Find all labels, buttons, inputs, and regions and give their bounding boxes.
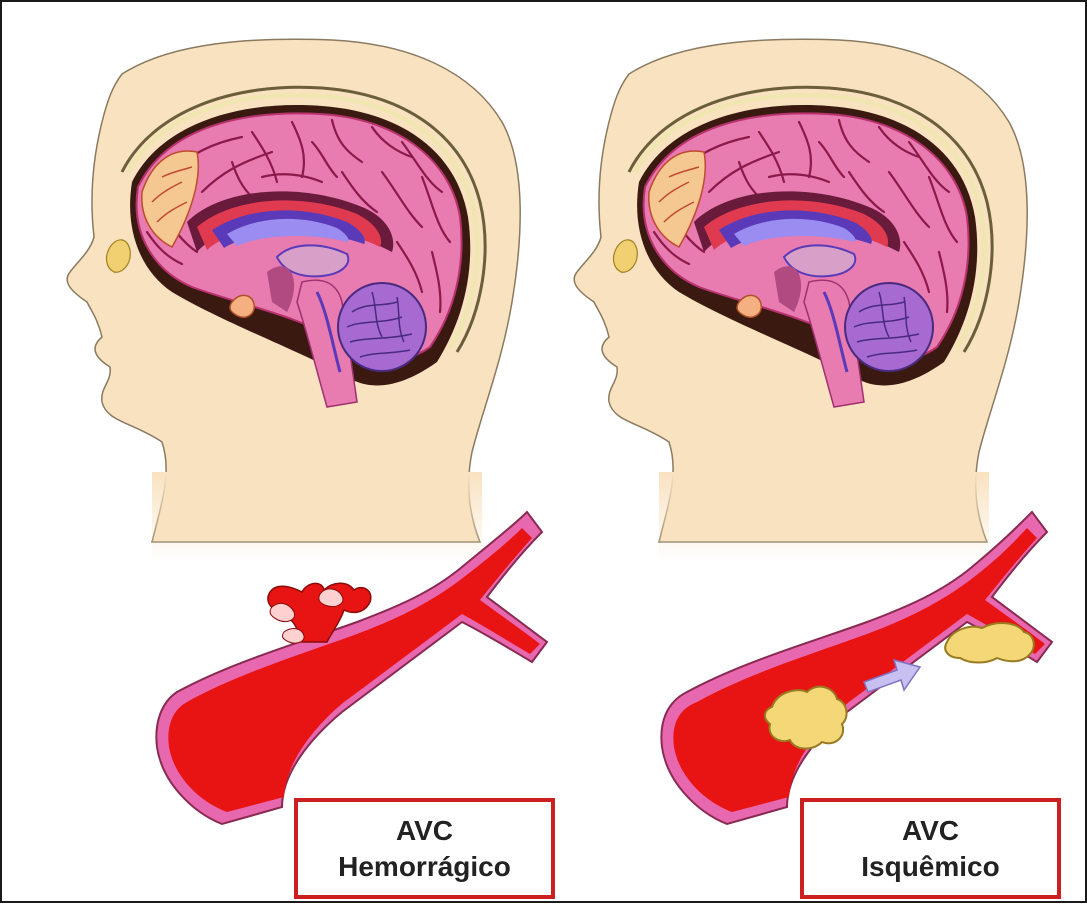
caption-ischemic: AVC Isquêmico bbox=[800, 798, 1061, 899]
caption-line2: Isquêmico bbox=[861, 849, 999, 885]
panel-ischemic bbox=[574, 39, 1052, 824]
head-profile-icon bbox=[574, 39, 1027, 562]
caption-line2: Hemorrágico bbox=[338, 849, 511, 885]
caption-line1: AVC bbox=[902, 813, 959, 849]
panel-hemorrhagic bbox=[67, 39, 547, 824]
caption-line1: AVC bbox=[396, 813, 453, 849]
caption-hemorrhagic: AVC Hemorrágico bbox=[294, 798, 555, 899]
head-profile-icon bbox=[67, 39, 520, 562]
